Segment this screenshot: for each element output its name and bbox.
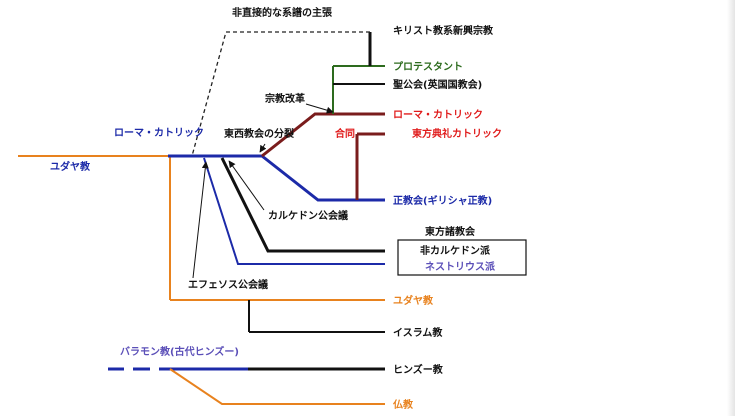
catholic-branch-line bbox=[261, 112, 385, 158]
nestorian-branch-line bbox=[203, 157, 385, 265]
label-non-direct: 非直接的な系譜の主張 bbox=[232, 6, 333, 19]
schism-arrow bbox=[259, 143, 267, 153]
buddhism-branch-line bbox=[169, 368, 385, 405]
label-roman-catholic-left: ローマ・カトリック bbox=[114, 127, 204, 139]
label-islam: イスラム教 bbox=[393, 326, 443, 339]
label-ephesus: エフェソス公会議 bbox=[188, 278, 268, 291]
label-buddhism: 仏教 bbox=[393, 398, 414, 411]
orthodox-branch-line bbox=[261, 154, 385, 202]
oriental-churches-box bbox=[397, 239, 527, 276]
label-nestorian: ネストリウス派 bbox=[425, 261, 496, 273]
label-reformation: 宗教改革 bbox=[265, 92, 305, 105]
non-direct-lineage-dashed bbox=[191, 31, 370, 157]
label-anglican: 聖公会(英国国教会) bbox=[393, 78, 482, 91]
non-chalcedonian-branch-line bbox=[220, 157, 385, 253]
label-chalcedon: カルケドン公会議 bbox=[268, 209, 348, 222]
label-brahmanism: バラモン教(古代ヒンズー) bbox=[120, 345, 239, 358]
label-protestant: プロテスタント bbox=[393, 60, 463, 73]
chalcedon-arrow bbox=[228, 160, 265, 211]
label-union: 合同 bbox=[334, 127, 355, 140]
label-orthodox: 正教会(ギリシャ正教) bbox=[393, 194, 492, 207]
label-non-chalcedonian: 非カルケドン派 bbox=[420, 244, 491, 257]
label-christian-new: キリスト教系新興宗教 bbox=[393, 24, 494, 37]
label-roman-catholic-right: ローマ・カトリック bbox=[393, 109, 483, 121]
label-schism: 東西教会の分裂 bbox=[224, 127, 294, 140]
reformation-arrow bbox=[305, 103, 334, 114]
label-judaism-right: ユダヤ教 bbox=[393, 294, 434, 307]
label-eastern-catholic: 東方典礼カトリック bbox=[412, 127, 502, 140]
page-edge-shadow bbox=[727, 0, 735, 416]
ephesus-arrow bbox=[192, 161, 209, 279]
label-oriental-churches: 東方諸教会 bbox=[425, 225, 475, 238]
label-judaism-left: ユダヤ教 bbox=[50, 160, 91, 173]
label-hinduism: ヒンズー教 bbox=[393, 363, 444, 376]
